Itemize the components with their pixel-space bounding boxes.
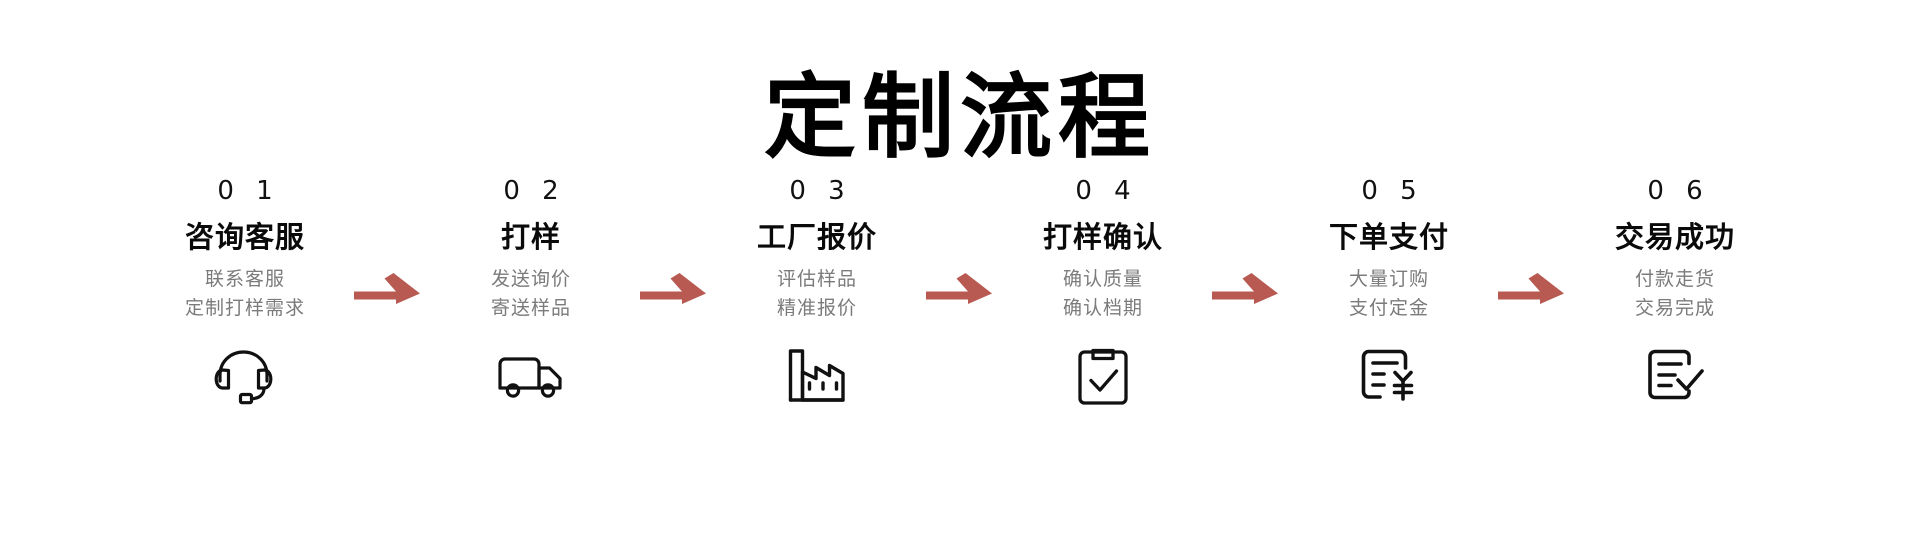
page-title: 定制流程 <box>763 63 1156 171</box>
clipboard-check-icon <box>1066 345 1140 407</box>
flow-arrow-2 <box>636 178 712 307</box>
step-number: 0 6 <box>1647 176 1710 206</box>
step-description-line-2: 精准报价 <box>776 297 857 320</box>
step-description-line-1: 发送询价 <box>490 268 571 291</box>
process-step-5: 0 5 下单支付 大量订购 支付定金 <box>1284 178 1494 407</box>
step-number: 0 1 <box>217 176 280 206</box>
process-step-2: 0 2 打样 发送询价 寄送样品 <box>426 178 636 407</box>
arrow-right-icon <box>1498 273 1564 304</box>
step-description-line-2: 寄送样品 <box>490 297 571 320</box>
step-description-line-1: 联系客服 <box>204 268 285 291</box>
process-step-6: 0 6 交易成功 付款走货 交易完成 <box>1570 178 1780 407</box>
step-title: 咨询客服 <box>184 220 305 254</box>
step-number: 0 2 <box>503 176 566 206</box>
arrow-right-icon <box>1212 273 1278 304</box>
step-description-line-2: 确认档期 <box>1062 297 1143 320</box>
arrow-right-icon <box>926 273 992 304</box>
step-description-line-2: 交易完成 <box>1634 297 1715 320</box>
step-description-line-2: 支付定金 <box>1348 297 1429 320</box>
flow-arrow-4 <box>1208 178 1284 307</box>
step-description-line-2: 定制打样需求 <box>184 297 305 320</box>
step-description-line-1: 大量订购 <box>1348 268 1429 291</box>
document-check-icon <box>1638 345 1712 407</box>
step-title: 工厂报价 <box>756 220 877 254</box>
step-number: 0 5 <box>1361 176 1424 206</box>
arrow-right-icon <box>354 273 420 304</box>
step-number: 0 3 <box>789 176 852 206</box>
step-title: 打样确认 <box>1042 220 1163 254</box>
headset-icon <box>208 345 282 407</box>
step-title: 打样 <box>500 220 561 254</box>
flow-arrow-3 <box>922 178 998 307</box>
step-description-line-1: 付款走货 <box>1634 268 1715 291</box>
step-title: 下单支付 <box>1328 220 1449 254</box>
step-description-line-1: 评估样品 <box>776 268 857 291</box>
arrow-right-icon <box>640 273 706 304</box>
process-flow: 0 1 咨询客服 联系客服 定制打样需求 0 2 打样 <box>0 178 1920 407</box>
delivery-truck-icon <box>494 345 568 407</box>
invoice-yuan-icon <box>1352 345 1426 407</box>
process-step-1: 0 1 咨询客服 联系客服 定制打样需求 <box>140 178 350 407</box>
step-description-line-1: 确认质量 <box>1062 268 1143 291</box>
process-step-3: 0 3 工厂报价 评估样品 精准报价 <box>712 178 922 407</box>
flow-arrow-5 <box>1494 178 1570 307</box>
process-step-4: 0 4 打样确认 确认质量 确认档期 <box>998 178 1208 407</box>
flow-arrow-1 <box>350 178 426 307</box>
step-number: 0 4 <box>1075 176 1138 206</box>
factory-icon <box>780 345 854 407</box>
step-title: 交易成功 <box>1614 220 1735 254</box>
page-header: 定制流程 <box>0 8 1920 228</box>
